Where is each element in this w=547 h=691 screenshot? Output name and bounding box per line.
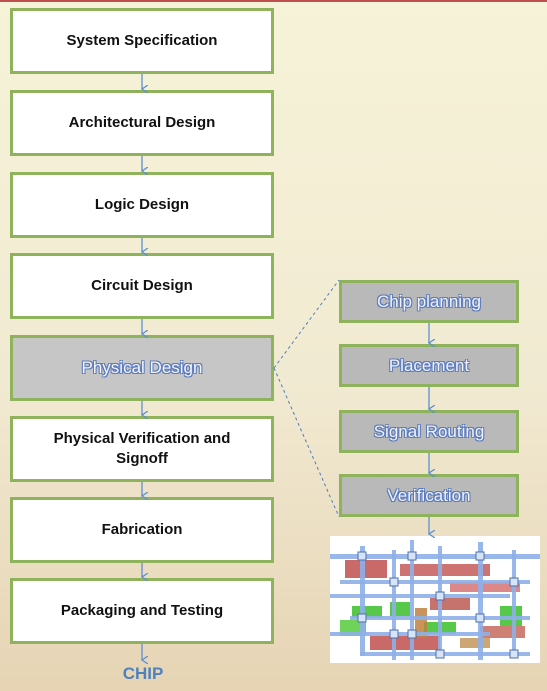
step-label: Packaging and Testing bbox=[60, 602, 224, 619]
substep-chip-planning: Chip planning bbox=[339, 280, 519, 323]
expand-line-top bbox=[273, 279, 340, 369]
step-label: System Specification bbox=[66, 32, 218, 49]
step-packaging-testing: Packaging and Testing bbox=[10, 578, 274, 644]
step-architectural-design: Architectural Design bbox=[10, 90, 274, 156]
substep-label: Chip planning bbox=[377, 291, 481, 311]
substep-placement: Placement bbox=[339, 344, 519, 387]
step-system-specification: System Specification bbox=[10, 8, 274, 74]
substep-label: Verification bbox=[387, 485, 471, 505]
step-logic-design: Logic Design bbox=[10, 172, 274, 238]
step-label: Physical Verification and Signoff bbox=[53, 430, 231, 467]
substep-signal-routing: Signal Routing bbox=[339, 410, 519, 453]
expand-line-bottom bbox=[273, 367, 340, 518]
substep-label: Signal Routing bbox=[373, 421, 485, 441]
substep-label: Placement bbox=[388, 355, 470, 375]
substep-verification: Verification bbox=[339, 474, 519, 517]
step-label: Fabrication bbox=[101, 521, 183, 538]
step-label: Physical Design bbox=[81, 358, 203, 377]
chip-layout-drawing bbox=[330, 536, 540, 663]
chip-layout-image bbox=[330, 536, 540, 663]
chip-output-label: CHIP bbox=[122, 664, 164, 683]
step-label: Logic Design bbox=[94, 196, 190, 213]
step-physical-design: Physical Design bbox=[10, 335, 274, 401]
step-label: Architectural Design bbox=[68, 114, 216, 131]
step-label: Circuit Design bbox=[91, 277, 193, 294]
top-accent-line bbox=[0, 0, 547, 2]
